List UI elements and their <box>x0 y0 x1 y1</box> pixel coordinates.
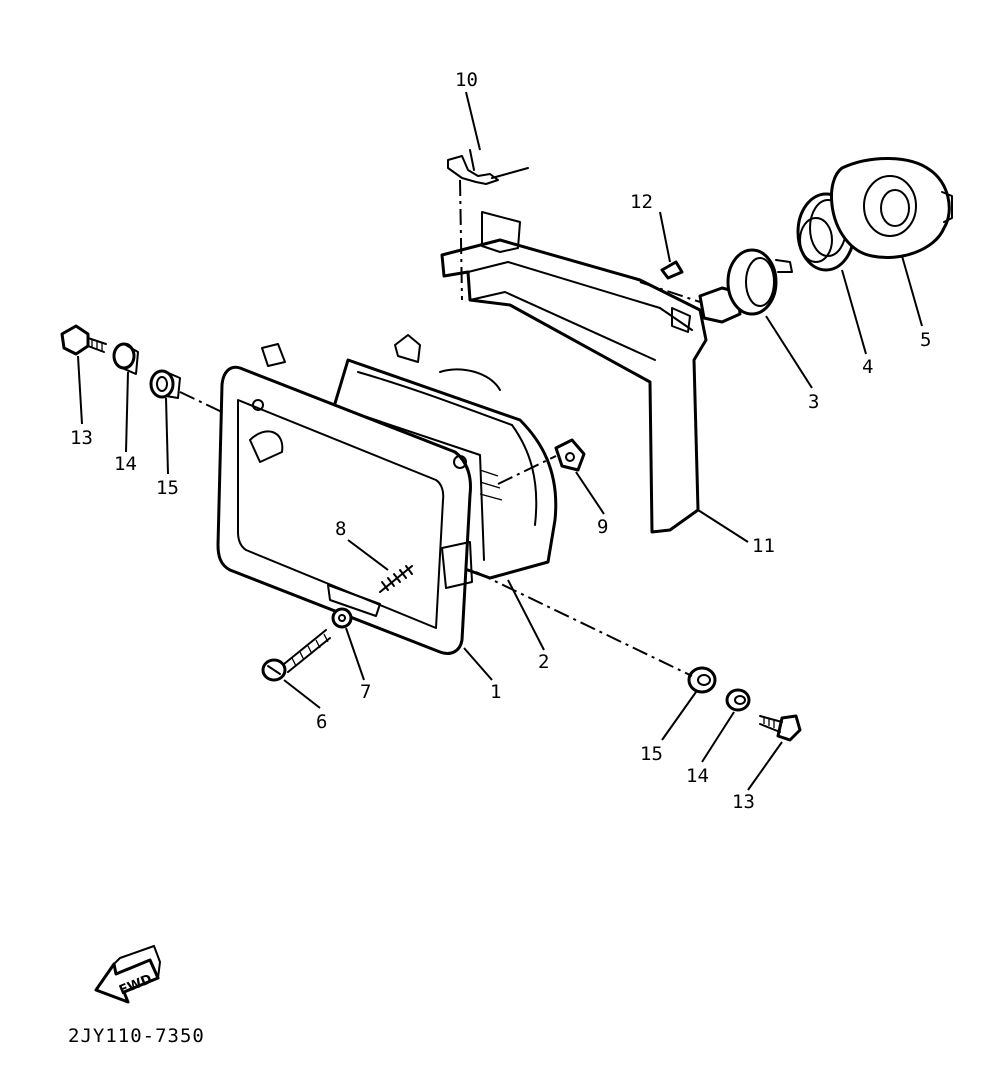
part-8-adjusting-spring <box>379 565 413 593</box>
part-1-headlight-rim <box>216 343 473 655</box>
part-10-spring-clip <box>447 149 529 185</box>
callout-1: 1 <box>490 681 501 703</box>
callout-2: 2 <box>538 651 549 673</box>
part-3-bulb <box>698 248 793 324</box>
part-5-headlight-cover <box>830 157 953 260</box>
part-11-headlight-stay <box>440 211 708 534</box>
part-9-nut-clip <box>554 438 586 472</box>
callout-6: 6 <box>316 711 327 733</box>
callout-7: 7 <box>360 681 371 703</box>
callout-13-right: 13 <box>732 791 755 813</box>
callout-3: 3 <box>808 391 819 413</box>
fwd-arrow-icon: FWD <box>94 945 161 1004</box>
callout-10: 10 <box>455 69 478 91</box>
callout-13-left: 13 <box>70 427 93 449</box>
callout-12: 12 <box>630 191 653 213</box>
callout-5: 5 <box>920 329 931 351</box>
leader-lines <box>77 91 923 791</box>
part-12-grommet <box>660 260 684 280</box>
callout-11: 11 <box>752 535 775 557</box>
part-6-adjusting-screw <box>261 629 331 682</box>
left-bolt-13 <box>60 324 107 356</box>
callout-labels: 10 12 3 4 5 11 9 8 2 1 7 6 13 14 15 15 1… <box>70 69 931 813</box>
left-grommet-15 <box>149 369 181 399</box>
callout-8: 8 <box>335 518 346 540</box>
callout-9: 9 <box>597 516 608 538</box>
right-grommet-15 <box>687 666 717 694</box>
left-collar-14 <box>112 342 139 375</box>
callout-15-right: 15 <box>640 743 663 765</box>
right-bolt-13 <box>759 714 802 742</box>
callout-14-right: 14 <box>686 765 709 787</box>
part-7-nut <box>331 607 353 629</box>
callout-14-left: 14 <box>114 453 137 475</box>
right-collar-14 <box>725 688 751 712</box>
diagram-code: 2JY110-7350 <box>68 1025 205 1047</box>
callout-4: 4 <box>862 356 873 378</box>
callout-15-left: 15 <box>156 477 179 499</box>
